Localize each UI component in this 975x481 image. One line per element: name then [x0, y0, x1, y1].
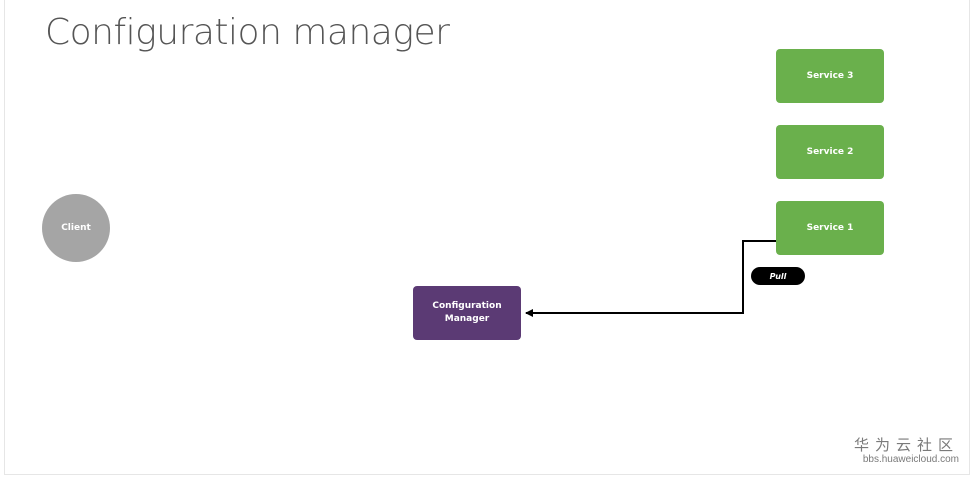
- pull-label-text: Pull: [769, 271, 787, 281]
- service-1-node: Service 1: [776, 201, 884, 255]
- pull-edge-label: Pull: [751, 267, 805, 285]
- configuration-manager-node: Configuration Manager: [413, 286, 521, 340]
- service-3-label: Service 3: [806, 70, 854, 81]
- configuration-manager-label-line1: Configuration: [432, 301, 502, 311]
- service-3-node: Service 3: [776, 49, 884, 103]
- client-label: Client: [61, 222, 91, 233]
- service-2-label: Service 2: [806, 146, 854, 157]
- service-2-node: Service 2: [776, 125, 884, 179]
- watermark-url: bbs.huaweicloud.com: [862, 454, 959, 465]
- configuration-manager-label: Configuration Manager: [432, 300, 501, 326]
- configuration-manager-label-line2: Manager: [444, 314, 490, 324]
- site-watermark: 华为云社区 bbs.huaweicloud.com: [854, 436, 959, 466]
- slide-canvas: Configuration manager Client Service 3 S…: [4, 0, 970, 475]
- watermark-site-name: 华为云社区: [853, 436, 959, 454]
- slide-title: Configuration manager: [45, 12, 450, 53]
- client-node: Client: [42, 194, 110, 262]
- connector-line: [525, 240, 776, 317]
- service-1-label: Service 1: [806, 222, 854, 233]
